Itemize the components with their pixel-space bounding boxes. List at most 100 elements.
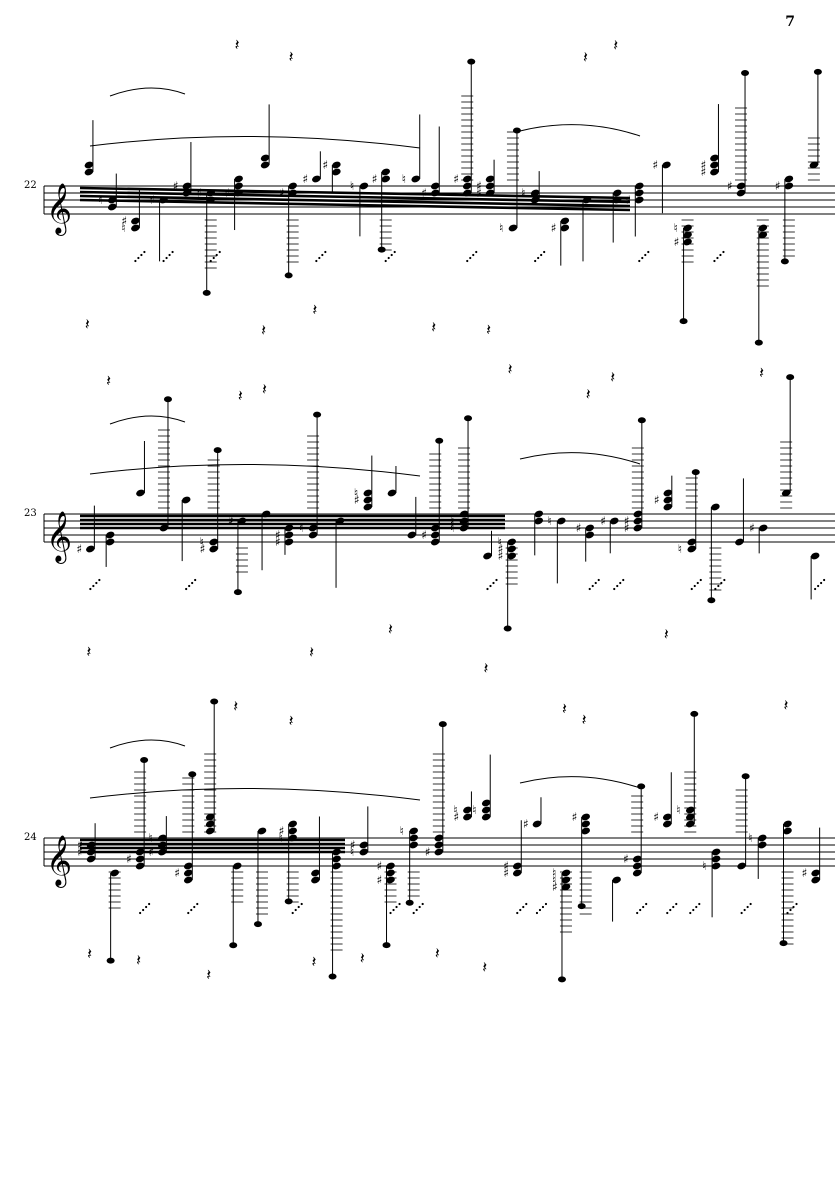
sharp-icon: ♯ [523, 817, 529, 831]
tremolo-dot [516, 911, 519, 915]
slur [519, 124, 641, 137]
note-head [407, 531, 417, 539]
tremolo-dot [692, 908, 695, 912]
rest-icon: 𝄽 [136, 950, 141, 969]
note-head [632, 862, 642, 870]
tremolo-dot [639, 908, 642, 912]
note-head [633, 524, 643, 532]
note-head [387, 489, 397, 497]
note-head [284, 898, 293, 905]
tremolo-dot [137, 256, 140, 260]
note-head [711, 848, 721, 856]
tremolo-dot [315, 259, 318, 263]
tremolo-dot [92, 584, 95, 588]
note-head [741, 69, 750, 76]
note-head [382, 942, 391, 949]
note-head [107, 196, 117, 204]
sharp-icon: ♮ [453, 803, 457, 817]
note-head [434, 834, 444, 842]
tremolo-dot [392, 908, 395, 912]
note-head [107, 203, 117, 211]
measure-number-22: 22 [24, 180, 37, 191]
note-head [229, 942, 238, 949]
note-head [182, 189, 192, 197]
tremolo-dot [538, 908, 542, 912]
tremolo-dot [823, 578, 826, 582]
sharp-icon: ♯ [476, 186, 482, 200]
sharp-icon: ♯ [652, 158, 658, 172]
note-head [206, 189, 215, 197]
natural-icon: ♮ [354, 486, 358, 500]
tremolo-dot [140, 253, 143, 257]
note-head [430, 524, 440, 532]
sharp-icon: ♯ [552, 880, 558, 894]
note-head [284, 538, 294, 546]
tremolo-dot [142, 908, 145, 912]
note-head [205, 813, 215, 821]
tremolo-dot [168, 253, 171, 257]
note-head [686, 813, 695, 821]
slur [89, 463, 421, 477]
tremolo-dot [393, 250, 396, 254]
slur [519, 452, 641, 465]
tremolo-dot [387, 256, 390, 260]
tremolo-dot [535, 911, 539, 915]
note-head [585, 531, 594, 539]
tremolo-dot [613, 587, 616, 591]
tremolo-dot [636, 911, 639, 915]
note-head [284, 524, 294, 532]
tremolo-dot [294, 908, 297, 912]
sharp-icon: ♯ [625, 193, 631, 207]
note-head [209, 545, 218, 553]
note-head [209, 538, 218, 546]
note-head [467, 58, 476, 65]
tremolo-dot [591, 584, 594, 588]
tremolo-dot [162, 259, 165, 263]
note-head [463, 813, 472, 821]
note-head [481, 813, 491, 821]
tremolo-dot [89, 587, 92, 591]
note-head [637, 783, 646, 790]
tremolo-dot [466, 259, 469, 263]
tremolo-dot [415, 908, 418, 912]
note-head [284, 272, 293, 279]
sharp-icon: ♯ [150, 193, 156, 207]
tremolo-dot [300, 902, 303, 906]
note-head [288, 820, 297, 828]
tremolo-dot [95, 581, 98, 585]
note-head [687, 545, 697, 553]
rest-icon: 𝄽 [431, 317, 436, 336]
tremolo-dot [148, 902, 151, 906]
rest-icon: 𝄽 [562, 699, 567, 718]
note-head [582, 196, 592, 204]
note-head [210, 698, 219, 705]
tremolo-dot [817, 584, 820, 588]
tremolo-dot [139, 911, 142, 915]
tremolo-dot [291, 911, 294, 915]
note-head [783, 820, 792, 828]
note-head [260, 154, 270, 162]
note-head [359, 182, 369, 190]
note-head [84, 168, 94, 176]
tremolo-dot [188, 584, 191, 588]
sharp-icon: ♯ [775, 179, 781, 193]
tremolo-dot [389, 911, 392, 915]
tremolo-dot [537, 256, 540, 260]
sharp-icon: ♯ [476, 179, 482, 193]
note-head [205, 827, 215, 835]
treble-clef-icon: 𝄞 [46, 183, 72, 236]
note-head [332, 862, 341, 870]
tremolo-dot [191, 581, 194, 585]
note-head [711, 862, 721, 870]
natural-icon: ♯ [322, 158, 328, 172]
note-head [232, 862, 242, 870]
tremolo-dot [699, 578, 702, 582]
beam [79, 194, 631, 208]
tremolo-dot [190, 908, 193, 912]
note-head [386, 862, 395, 870]
note-head [234, 182, 243, 190]
sharp-icon: ♮ [674, 221, 678, 235]
note-head [757, 834, 767, 842]
note-head [158, 848, 167, 856]
